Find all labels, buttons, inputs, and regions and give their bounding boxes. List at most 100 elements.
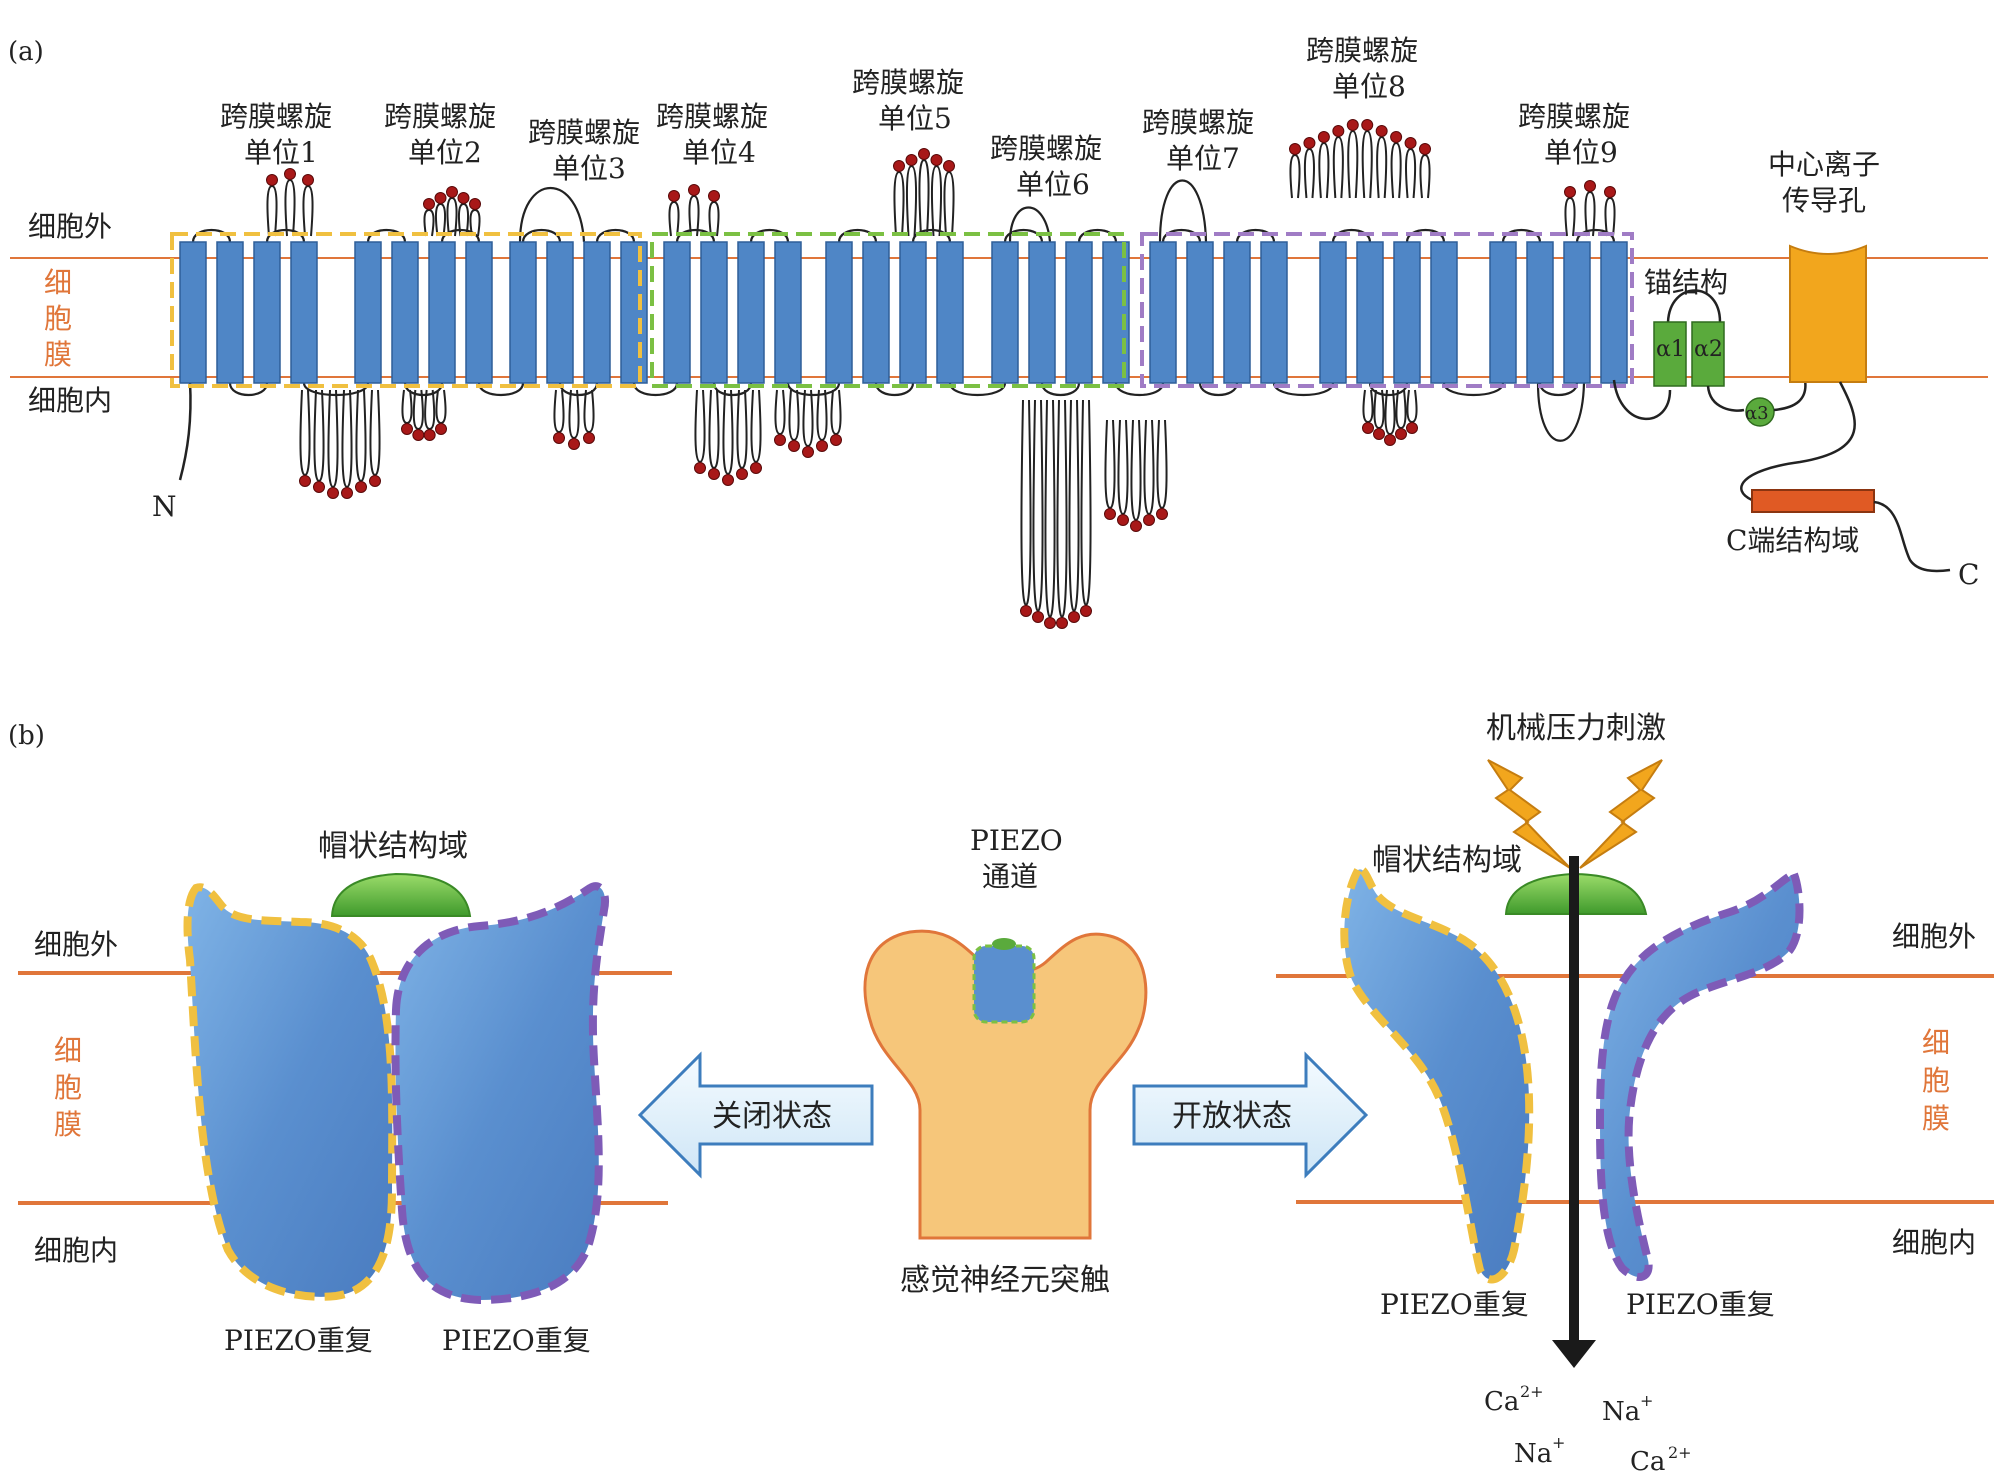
alpha2-to-alpha3-link [1706, 385, 1745, 412]
unit-2-line1: 跨膜螺旋 [384, 100, 496, 133]
loop-out-u8 [1289, 119, 1431, 199]
helix-link-31 [1405, 229, 1446, 243]
closed-repeat-right [391, 882, 609, 1305]
loop-in-u4-bead-2 [708, 468, 720, 480]
loop-in-u2-strand-3 [424, 389, 436, 431]
loop-in-u8 [1362, 389, 1418, 446]
loop-in-u3 [553, 389, 595, 450]
loop-in-u4-bead-5 [750, 462, 762, 474]
loop-out-u2-strand-2 [434, 202, 447, 237]
membrane-char-3: 膜 [44, 338, 72, 371]
loop-in-u6-bead-4 [1056, 617, 1068, 629]
ion-ca-lower-text: Ca [1630, 1447, 1665, 1477]
loop-out-u9-bead-1 [1564, 186, 1576, 198]
helix-u4-3 [737, 241, 765, 384]
loop-out-u5-bead-4 [930, 154, 943, 166]
loop-in-u8-bead-5 [1406, 422, 1418, 434]
helix-link-29 [1331, 229, 1372, 243]
closed-state-arrow [637, 1051, 874, 1179]
unit-1-line1: 跨膜螺旋 [220, 100, 332, 133]
loop-in-u1-bead-4 [341, 487, 353, 499]
loop-out-u8-bead-8 [1390, 131, 1403, 143]
loop-in-u6-strand-4 [1056, 399, 1068, 619]
helix-link-33 [1501, 229, 1542, 243]
panel-a-label: (a) [8, 37, 44, 67]
loop-in-u1-strand-2 [313, 389, 325, 483]
loop-out-u5-strand-5 [943, 170, 955, 237]
loop-in-u4-strand-2 [708, 389, 720, 470]
helix-u9-4 [1600, 241, 1628, 384]
loop-out-u9 [1564, 180, 1616, 237]
loop-out-u5 [893, 148, 955, 237]
loop-out-u8-bead-1 [1289, 143, 1301, 155]
loop-in-u3-strand-1 [553, 389, 565, 434]
panel-b: (b) 细胞外 细 胞 膜 细胞内 帽状结构域 PIEZO重复 PIEZO重复 … [8, 711, 1994, 1477]
helix-link-1 [191, 229, 232, 243]
helix-link-5 [366, 229, 407, 243]
anchor-label: 锚结构 [1644, 266, 1728, 299]
helix-u9-1 [1489, 241, 1517, 384]
loop-in-u6b-bead-4 [1143, 514, 1155, 526]
loop-out-u9-bead-3 [1604, 186, 1616, 198]
loop-out-u5-bead-2 [905, 154, 918, 166]
loop-in-u6-bead-5 [1068, 611, 1080, 623]
loop-out-u2-bead-3 [446, 186, 458, 198]
loop-out-u8-bead-9 [1404, 137, 1417, 149]
loop-out-u4-strand-3 [708, 200, 720, 237]
loop-out-u8-bead-7 [1375, 125, 1388, 137]
unit-7-line1: 跨膜螺旋 [1142, 106, 1254, 139]
alpha3-label: α3 [1745, 403, 1769, 424]
loop-out-u8-bead-2 [1303, 137, 1316, 149]
loop-in-u8-bead-1 [1362, 422, 1374, 434]
loop-in-u8-strand-3 [1384, 389, 1396, 436]
helix-u2-4 [465, 241, 493, 384]
synapse-mini-channel [972, 944, 1036, 1024]
unit-label-4: 跨膜螺旋 单位4 [656, 100, 768, 169]
helix-link-17 [837, 229, 878, 243]
loop-out-u4-strand-1 [668, 200, 680, 237]
helix-u1-2 [216, 241, 244, 384]
helix-link-7 [440, 229, 481, 243]
loop-in-u8-strand-4 [1395, 389, 1407, 430]
loop-out-u8-strand-6 [1361, 129, 1373, 199]
helix-u7-4 [1260, 241, 1288, 384]
loop-out-u5-strand-3 [918, 158, 930, 237]
helix-u9-2 [1526, 241, 1554, 384]
helix-link-27 [1235, 229, 1276, 243]
loop-in-u3-strand-2 [568, 389, 580, 440]
loop-in-u1-strand-6 [369, 389, 381, 477]
helix-link-21 [1003, 229, 1044, 243]
loop-in-u1-strand-1 [299, 389, 311, 477]
helix-link-19 [911, 229, 952, 243]
loop-in-u1 [299, 389, 381, 499]
ion-flow-arrow-head [1552, 1340, 1596, 1368]
open-intracellular-label: 细胞内 [1892, 1226, 1976, 1259]
helix-link-16 [786, 382, 841, 397]
helix-u5-1 [825, 241, 853, 384]
loop-out-u4 [668, 184, 720, 237]
loop-in-u6b-strand-3 [1130, 419, 1142, 522]
helix-u9-3 [1563, 241, 1591, 384]
ion-ca-upper: Ca 2+ [1484, 1382, 1544, 1417]
loop-out-u1 [266, 168, 314, 237]
unit-9-line1: 跨膜螺旋 [1518, 100, 1630, 133]
open-cap-label: 帽状结构域 [1372, 843, 1522, 878]
ion-na-lower-text: Na [1514, 1439, 1552, 1469]
unit-label-5: 跨膜螺旋 单位5 [852, 66, 964, 135]
loop-in-u4b-bead-4 [816, 440, 828, 452]
loop-out-u5-strand-2 [905, 164, 918, 237]
loop-in-u8-strand-2 [1373, 389, 1385, 430]
loop-out-u5-strand-1 [893, 170, 905, 237]
loop-out-u5-bead-1 [893, 160, 905, 172]
unit-5-line1: 跨膜螺旋 [852, 66, 964, 99]
loop-in-u3-strand-3 [583, 389, 595, 434]
loop-in-u6-strand-2 [1032, 399, 1044, 613]
panel-b-label: (b) [8, 721, 45, 751]
loop-in-u4b-strand-2 [788, 389, 800, 442]
loop-out-u8-strand-10 [1419, 153, 1431, 199]
loop-out-u6 [1008, 206, 1052, 243]
helix-u5-3 [899, 241, 927, 384]
closed-state-label: 关闭状态 [712, 1099, 832, 1134]
loop-in-u2-bead-3 [423, 429, 436, 441]
open-state-label: 开放状态 [1172, 1099, 1292, 1134]
